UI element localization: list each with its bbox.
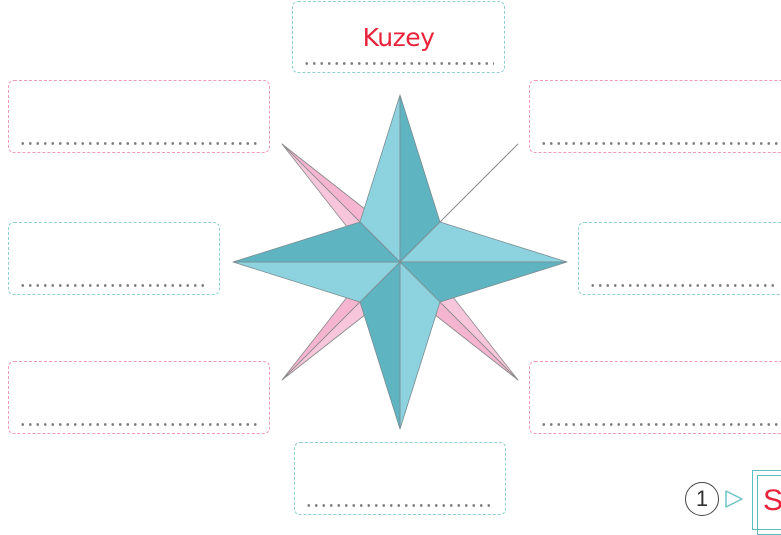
- north-answer-text: Kuzey: [293, 24, 504, 52]
- southeast-dotted-line: [540, 423, 780, 426]
- next-item-box: S: [752, 470, 781, 530]
- arrow-right-icon: [724, 488, 746, 510]
- south-dotted-line: [305, 504, 495, 507]
- northeast-dotted-line: [540, 142, 780, 145]
- southwest-dotted-line: [19, 423, 259, 426]
- question-number-badge: 1: [685, 482, 719, 516]
- east-dotted-line: [589, 284, 779, 287]
- east-answer-box[interactable]: [578, 222, 781, 295]
- north-dotted-line: [303, 62, 494, 65]
- northwest-dotted-line: [19, 142, 259, 145]
- west-answer-box[interactable]: [8, 222, 220, 295]
- next-item-letter: S: [763, 481, 781, 521]
- north-answer-box[interactable]: Kuzey: [292, 1, 505, 73]
- west-dotted-line: [19, 284, 209, 287]
- south-answer-box[interactable]: [294, 442, 506, 515]
- compass-rose: [230, 92, 570, 432]
